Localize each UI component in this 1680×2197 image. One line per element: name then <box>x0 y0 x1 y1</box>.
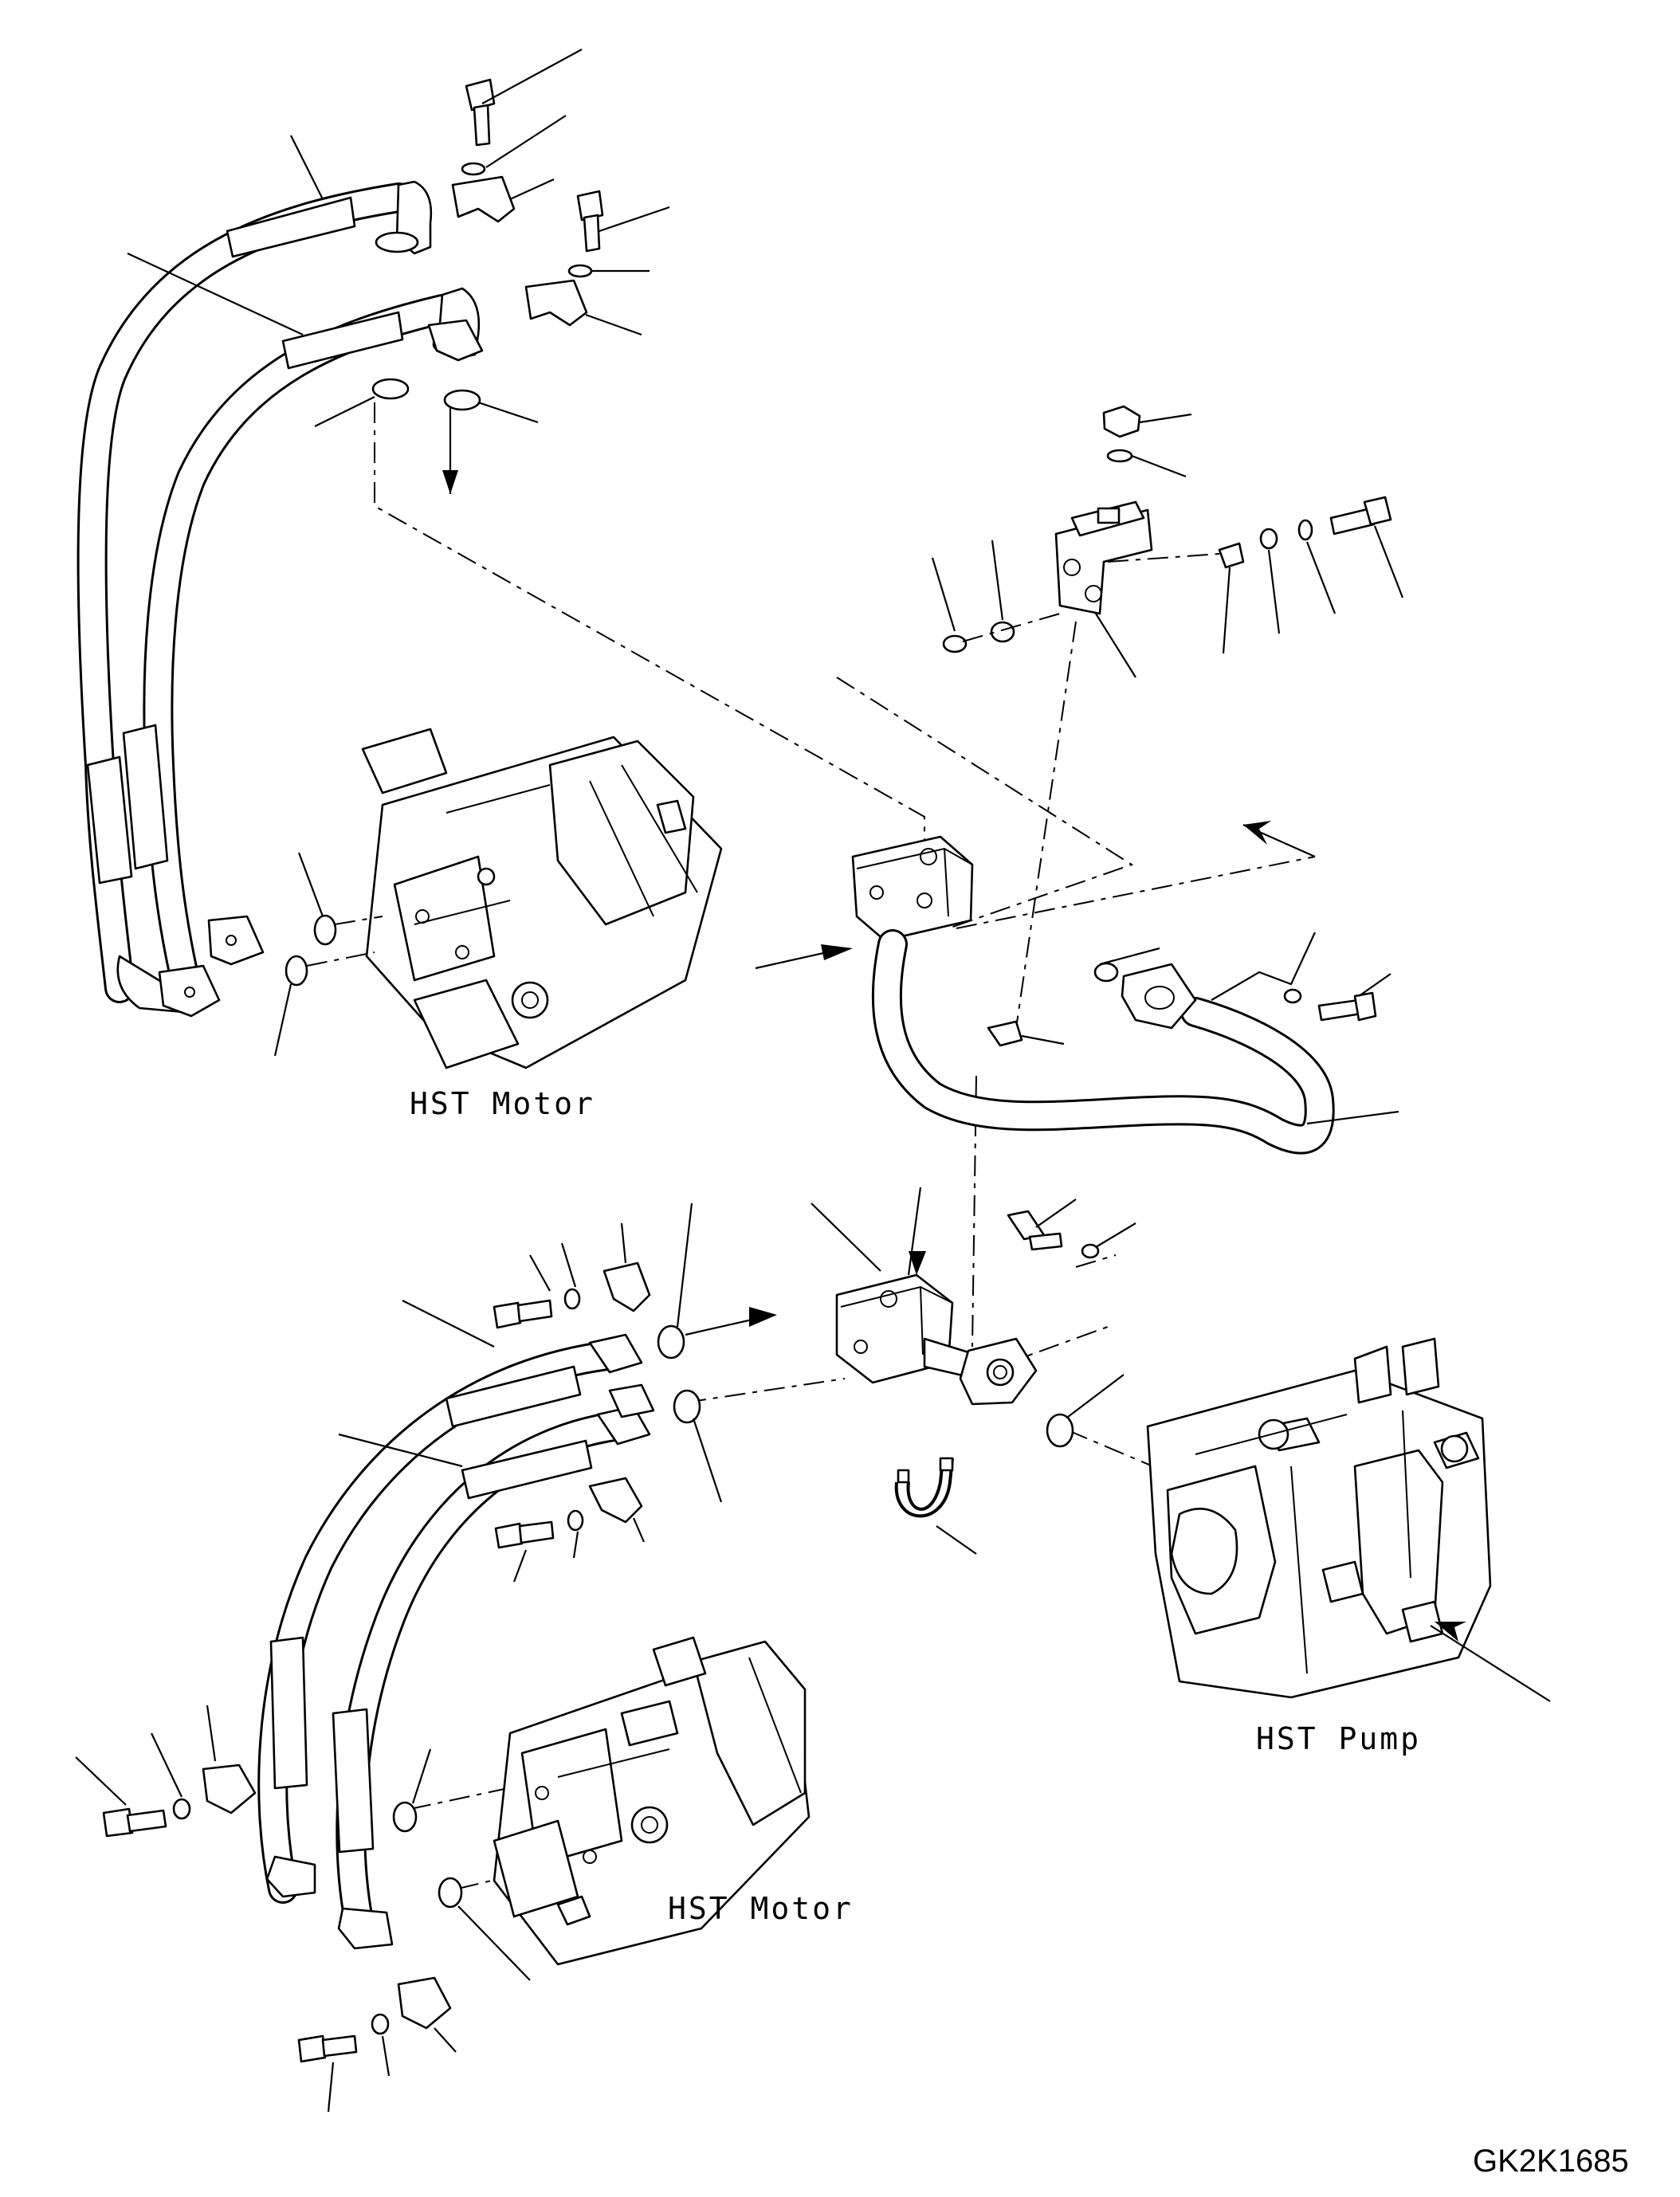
washer <box>1259 528 1278 550</box>
bolt <box>494 1522 524 1549</box>
washer <box>563 1288 581 1310</box>
bolt <box>465 78 496 112</box>
upper-leaders <box>127 49 670 427</box>
bolt <box>1317 998 1363 1022</box>
o-ring <box>392 1801 418 1833</box>
washer <box>1106 449 1133 463</box>
o-ring <box>1093 962 1119 983</box>
upper-hardware <box>371 78 604 494</box>
o-ring <box>673 1389 701 1424</box>
o-ring <box>285 955 308 987</box>
clamp <box>603 1261 651 1312</box>
hst-motor-upper <box>361 728 723 1069</box>
washer <box>371 2013 390 2035</box>
washer <box>1283 988 1302 1004</box>
nut <box>1102 405 1141 438</box>
washer <box>1081 1243 1100 1259</box>
washer <box>567 264 593 278</box>
clamp <box>588 1477 643 1524</box>
grommet <box>1218 542 1245 569</box>
steel-tube <box>871 929 1399 1155</box>
washer <box>461 162 486 176</box>
bracket-hardware <box>931 405 1404 678</box>
o-ring <box>657 1324 685 1359</box>
bolt <box>297 2034 327 2063</box>
washer <box>567 1509 584 1532</box>
washer <box>1297 519 1313 541</box>
o-ring <box>443 389 481 411</box>
hst-motor-lower-label: HST Motor <box>668 1891 854 1926</box>
clamp-half <box>451 175 516 223</box>
relief-block-lower <box>811 1187 1136 1555</box>
o-ring <box>1046 1413 1074 1448</box>
clamp-half <box>524 279 588 327</box>
drawing-code: GK2K1685 <box>1473 2144 1629 2179</box>
clip <box>987 1020 1023 1047</box>
hst-motor-lower <box>493 1636 811 1966</box>
o-ring <box>371 378 410 400</box>
o-ring <box>313 914 337 946</box>
elbow <box>202 1763 257 1814</box>
bolt <box>102 1807 134 1838</box>
bolt <box>493 1301 522 1329</box>
hst-motor-upper-label: HST Motor <box>410 1086 595 1121</box>
washer <box>942 634 968 653</box>
hst-pump-label: HST Pump <box>1256 1721 1422 1756</box>
washer <box>990 621 1015 643</box>
hst-pump <box>1146 1337 1551 1702</box>
routing-lines <box>374 402 1316 1889</box>
bolt <box>576 190 604 222</box>
elbow <box>397 1976 452 2030</box>
o-ring <box>438 1877 463 1909</box>
lower-hardware <box>75 1202 777 2113</box>
washer <box>172 1798 191 1820</box>
lower-hose-assembly <box>257 1333 655 1950</box>
relief-block-upper <box>755 835 974 970</box>
